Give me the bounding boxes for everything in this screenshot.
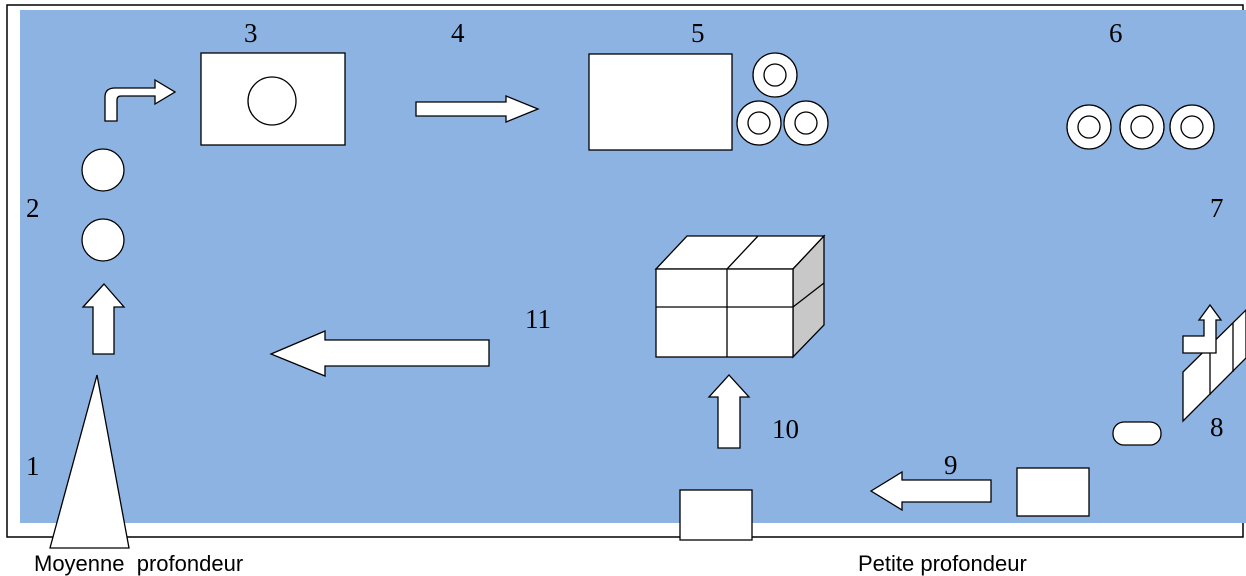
left-arrow-large-icon (269, 330, 490, 377)
step-1-label: 1 (26, 451, 40, 481)
pill-shape (1112, 421, 1162, 446)
step-10-label: 10 (772, 414, 799, 444)
step-9-label: 9 (944, 450, 958, 480)
left-arrow-small-icon (869, 470, 992, 512)
small-box-shape (1016, 467, 1090, 517)
stair-shape (1182, 309, 1246, 423)
bottom-box-shape (679, 489, 753, 541)
up-arrow-small-icon (707, 374, 751, 449)
ring-row (1066, 104, 1215, 150)
circle-shape-lower (81, 218, 125, 262)
cube-shape (654, 234, 826, 359)
inner-circle-shape (247, 76, 297, 126)
triangle-shape (49, 374, 130, 549)
box-shape (588, 53, 733, 151)
ring-stack (736, 52, 829, 146)
step-11-label: 11 (525, 304, 551, 334)
step-3-label: 3 (244, 18, 258, 48)
step-5-label: 5 (691, 18, 705, 48)
caption-right: Petite profondeur (858, 551, 1027, 576)
circle-shape-upper (81, 148, 125, 192)
caption-left: Moyenne profondeur (34, 551, 243, 576)
bent-arrow-icon (104, 78, 177, 122)
small-bent-arrow-icon (1182, 303, 1223, 354)
step-7-label: 7 (1210, 193, 1224, 223)
step-6-label: 6 (1109, 18, 1123, 48)
step-2-label: 2 (26, 193, 40, 223)
step-8-label: 8 (1210, 412, 1224, 442)
up-arrow-icon (81, 283, 126, 355)
step-4-label: 4 (451, 18, 465, 48)
right-arrow-icon (415, 95, 540, 123)
